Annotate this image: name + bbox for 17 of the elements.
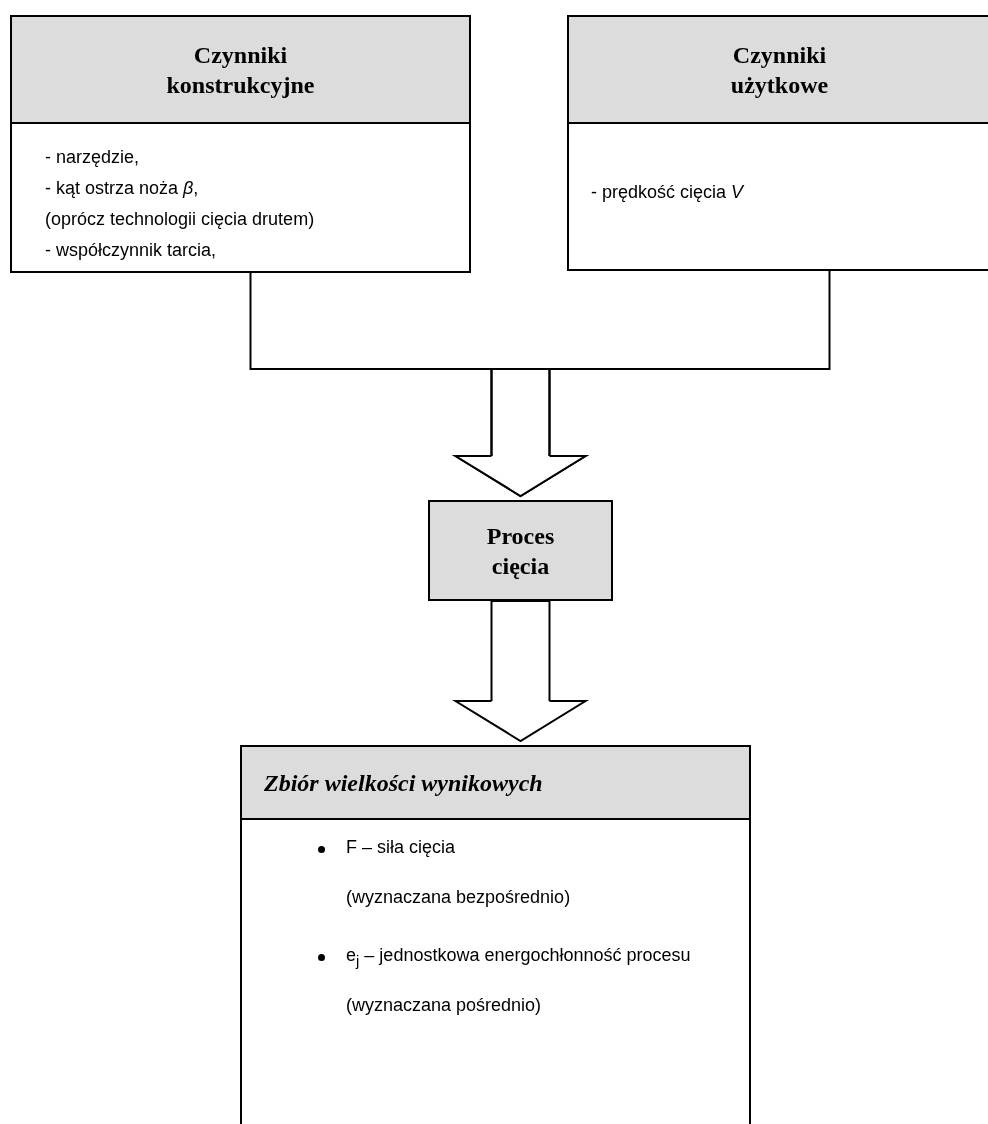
list-item-text: e$_{j}$ – jednostkowa energochłonność procesu bbox=[346, 945, 691, 969]
box-heading: Czynniki konstrukcyjne bbox=[12, 17, 469, 124]
list-item-text: F – siła cięcia bbox=[346, 837, 456, 858]
list-item-text: (oprócz technologii cięcia drutem) bbox=[45, 209, 315, 230]
box-heading: Czynniki użytkowe bbox=[569, 17, 988, 124]
list-item-text: - kąt ostrza noża β, bbox=[45, 178, 199, 199]
list-box bbox=[567, 15, 988, 271]
list-item-text: - współczynnik tarcia, bbox=[45, 240, 217, 261]
list-item-text: - prędkość cięcia V bbox=[591, 182, 744, 203]
list-box bbox=[240, 745, 751, 1124]
list-item-text: (wyznaczana bezpośrednio) bbox=[346, 887, 571, 908]
list-item-text: - narzędzie, bbox=[45, 147, 140, 168]
block-arrow bbox=[454, 270, 831, 497]
box-heading: Zbiór wielkości wynikowych bbox=[242, 747, 749, 820]
block-arrow bbox=[454, 600, 587, 742]
list-box bbox=[10, 15, 471, 273]
list-item-text: (wyznaczana pośrednio) bbox=[346, 995, 542, 1016]
